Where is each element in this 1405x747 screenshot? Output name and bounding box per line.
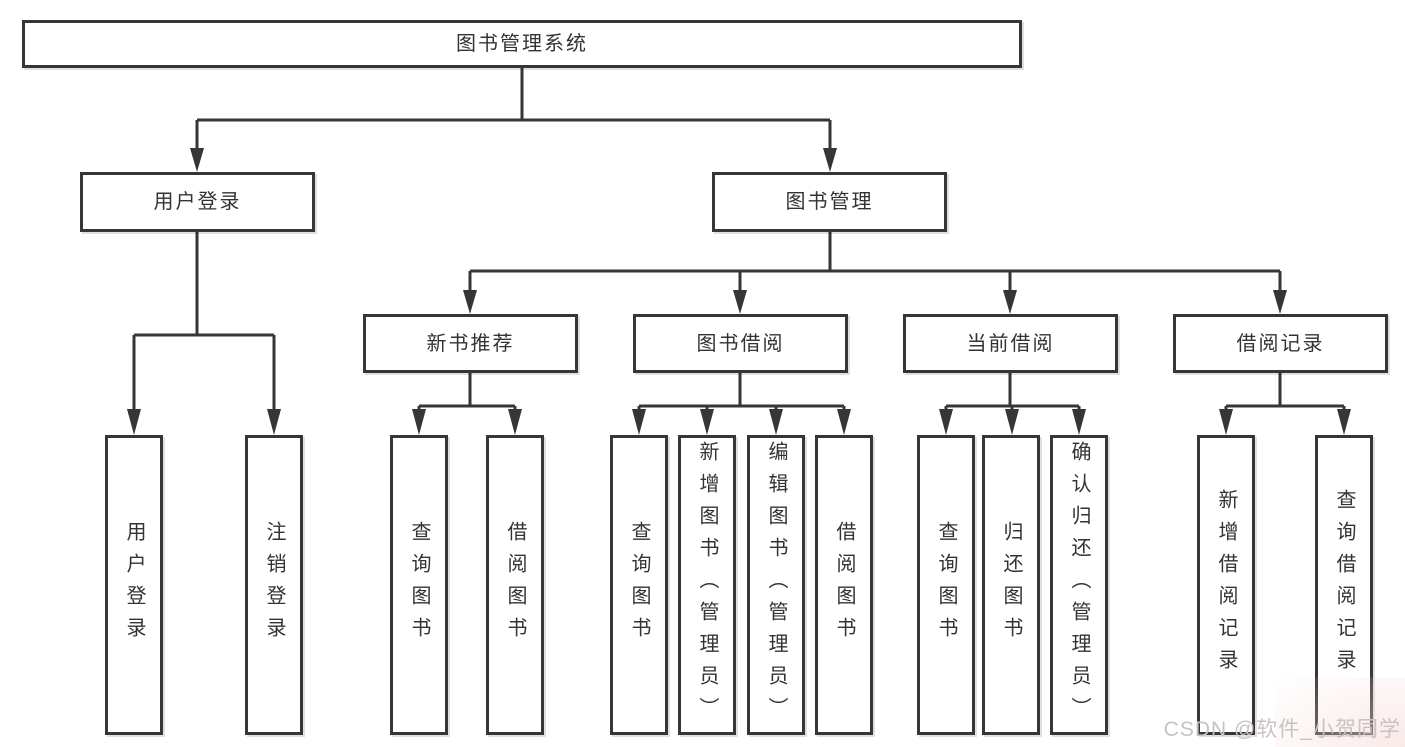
node-label: 用户登录 (123, 521, 145, 649)
leaf-bb-borrow-books: 借阅图书 (815, 435, 873, 735)
node-label: 新增图书（管理员） (696, 441, 718, 729)
connector-root-to-level2 (195, 68, 832, 150)
connector-records-to-leaves (1224, 373, 1346, 414)
node-label: 确认归还（管理员） (1068, 441, 1090, 729)
node-user-login-branch: 用户登录 (80, 172, 315, 232)
node-label: 当前借阅 (966, 332, 1055, 355)
leaf-nbr-query-books: 查询图书 (390, 435, 448, 735)
leaf-cb-return-books: 归还图书 (982, 435, 1040, 735)
node-label: 新增借阅记录 (1215, 489, 1237, 681)
leaf-bb-query-books: 查询图书 (610, 435, 668, 735)
node-label: 注销登录 (263, 521, 285, 649)
leaf-nbr-borrow-books: 借阅图书 (486, 435, 544, 735)
node-label: 新书推荐 (426, 332, 515, 355)
node-book-management-branch: 图书管理 (712, 172, 947, 232)
connector-userlogin-to-leaves (132, 232, 276, 414)
node-root: 图书管理系统 (22, 20, 1022, 68)
node-new-book-recommend: 新书推荐 (363, 314, 578, 373)
connector-current-to-leaves (944, 373, 1081, 414)
node-label: 用户登录 (153, 191, 242, 213)
arrowheads (127, 148, 1351, 435)
node-borrowing-records: 借阅记录 (1173, 314, 1388, 373)
leaf-logout: 注销登录 (245, 435, 303, 735)
leaf-bb-add-books-admin: 新增图书（管理员） (678, 435, 736, 735)
leaf-br-add-record: 新增借阅记录 (1197, 435, 1255, 735)
node-label: 借阅图书 (504, 521, 526, 649)
node-label: 查询图书 (628, 521, 650, 649)
node-label: 借阅记录 (1236, 332, 1325, 355)
node-label: 图书管理 (785, 191, 874, 213)
node-label: 借阅图书 (833, 521, 855, 649)
node-label: 查询图书 (935, 521, 957, 649)
connector-borrowing-to-leaves (637, 373, 846, 414)
leaf-br-query-record: 查询借阅记录 (1315, 435, 1373, 735)
leaf-cb-confirm-return-admin: 确认归还（管理员） (1050, 435, 1108, 735)
node-current-borrowing: 当前借阅 (903, 314, 1118, 373)
node-label: 归还图书 (1000, 521, 1022, 649)
node-label: 查询图书 (408, 521, 430, 649)
connector-newbook-to-leaves (417, 373, 517, 414)
leaf-cb-query-books: 查询图书 (917, 435, 975, 735)
watermark: CSDN @软件_小贺同学 (1163, 718, 1401, 741)
leaf-bb-edit-books-admin: 编辑图书（管理员） (747, 435, 805, 735)
leaf-user-login: 用户登录 (105, 435, 163, 735)
node-label: 图书借阅 (696, 332, 785, 355)
node-label: 查询借阅记录 (1333, 489, 1355, 681)
node-book-borrowing: 图书借阅 (633, 314, 848, 373)
node-label: 编辑图书（管理员） (765, 441, 787, 729)
connector-bookmgmt-to-level3 (468, 232, 1282, 293)
node-label: 图书管理系统 (456, 33, 588, 55)
